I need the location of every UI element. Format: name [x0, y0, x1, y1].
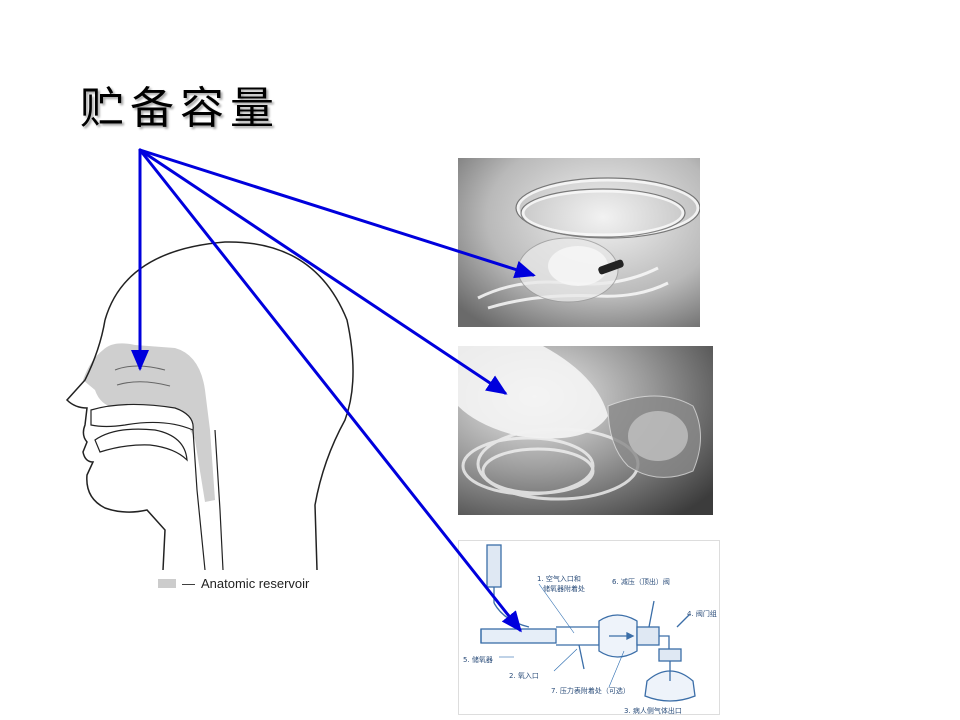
label-oxygen-inlet: 2. 氧入口 [509, 671, 539, 680]
label-pressure-gauge: 7. 压力表附着处（可选） [551, 686, 630, 695]
head-outline [104, 241, 354, 571]
oxygen-mask-photo [458, 158, 700, 327]
label-pressure-relief: 6. 减压（顶出）阀 [612, 577, 670, 586]
legend-marker: — [182, 576, 195, 591]
reservoir-mask-photo [458, 346, 713, 515]
bag-valve-mask-diagram: 1. 空气入口和 储氧器附着处 6. 减压（顶出）阀 4. 阀门组 5. 储氧器… [458, 540, 720, 715]
arrow-to-reservoir-mask [138, 148, 508, 395]
pharynx-wall [192, 429, 224, 571]
arrow-to-bvm-reservoir [138, 148, 522, 633]
arrow-to-simple-mask [138, 148, 536, 279]
face-profile [65, 319, 166, 571]
label-patient-outlet: 3. 病人侧气体出口 [624, 706, 682, 715]
slide-title: 贮备容量 [80, 83, 280, 134]
label-air-inlet: 1. 空气入口和 [537, 574, 581, 583]
anatomic-reservoir-area [83, 343, 215, 502]
label-valve-assembly: 4. 阀门组 [687, 609, 717, 618]
legend-swatch [158, 579, 176, 588]
label-air-inlet-2: 储氧器附着处 [543, 584, 585, 593]
legend-label: Anatomic reservoir [201, 576, 310, 591]
anatomy-legend: — Anatomic reservoir [158, 576, 309, 591]
label-reservoir: 5. 储氧器 [463, 655, 493, 664]
tongue [94, 428, 188, 462]
